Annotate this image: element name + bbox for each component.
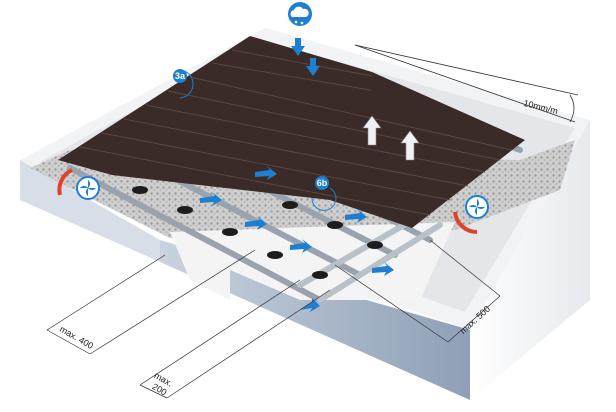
callout-6b: 6b <box>311 176 337 211</box>
dimension-lines <box>46 239 501 399</box>
dim-max-400-label: max. 400 <box>58 324 95 351</box>
slope-indicator <box>354 44 579 123</box>
callout-3a-label: 3a <box>175 71 186 81</box>
airflow-arrow-icon <box>200 166 394 312</box>
rain-cloud-icon <box>288 2 312 26</box>
callout-3a: 3a <box>173 69 194 99</box>
drainage-channel <box>170 222 455 300</box>
deck-boards <box>58 36 525 228</box>
water-drain-arrow-icon <box>291 38 320 76</box>
fan-icon <box>453 195 489 235</box>
callout-6b-label: 6b <box>317 178 328 188</box>
fan-icon <box>57 168 100 200</box>
vapour-arrow-icon <box>362 115 420 161</box>
